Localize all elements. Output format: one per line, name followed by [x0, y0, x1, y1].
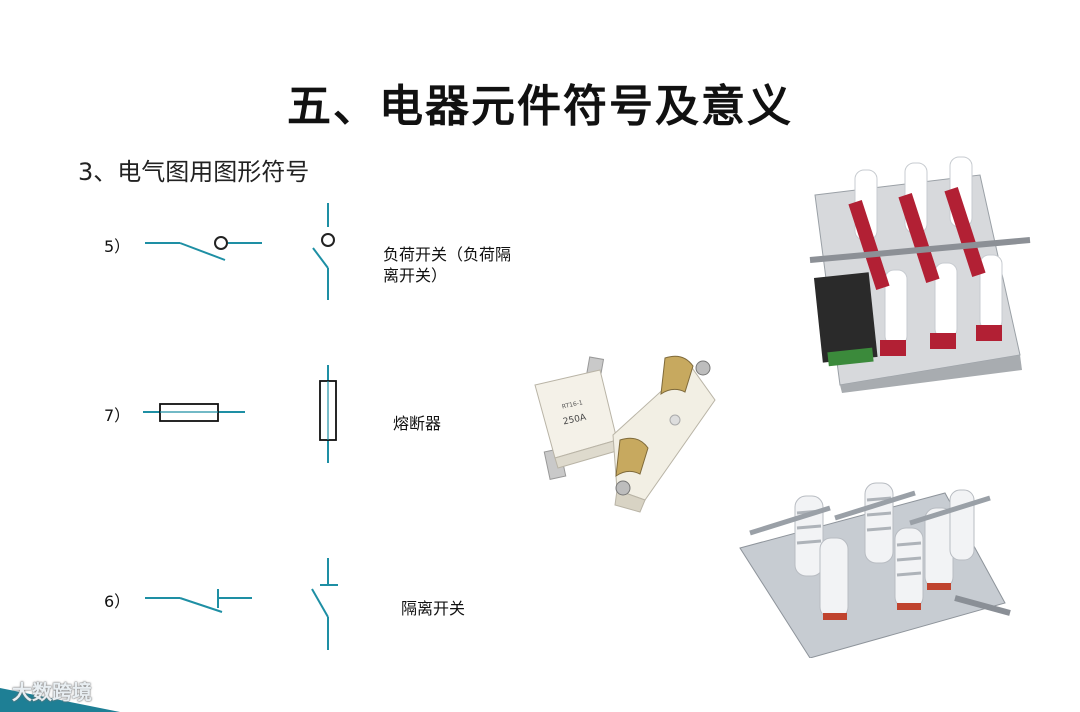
load-switch-photo — [809, 156, 1031, 393]
fuse-vertical-symbol — [319, 365, 337, 463]
svg-text:RT16-1: RT16-1 — [561, 399, 583, 410]
disconnector-photo — [739, 482, 1011, 658]
watermark: 大数跨境 — [12, 680, 92, 704]
symbol-number-fuse: 7） — [104, 406, 131, 425]
load-switch-vertical-symbol — [312, 203, 335, 300]
section-subtitle: 3、电气图用图形符号 — [78, 158, 310, 186]
description-disconnector: 隔离开关 — [401, 599, 466, 618]
fuse-horizontal-symbol — [143, 403, 245, 422]
description-fuse: 熔断器 — [393, 414, 442, 433]
svg-text:250A: 250A — [562, 413, 588, 428]
disconnector-horizontal-symbol — [145, 589, 252, 613]
fuse-photo: RT16-1 250A — [534, 355, 716, 513]
description-load-switch: 负荷开关（负荷隔离开关） — [383, 245, 512, 285]
symbol-number-disconnector: 6） — [104, 592, 131, 611]
page-title: 五、电器元件符号及意义 — [287, 81, 793, 132]
symbol-number-load-switch: 5） — [104, 237, 131, 256]
load-switch-horizontal-symbol — [145, 236, 262, 261]
disconnector-vertical-symbol — [311, 558, 338, 650]
